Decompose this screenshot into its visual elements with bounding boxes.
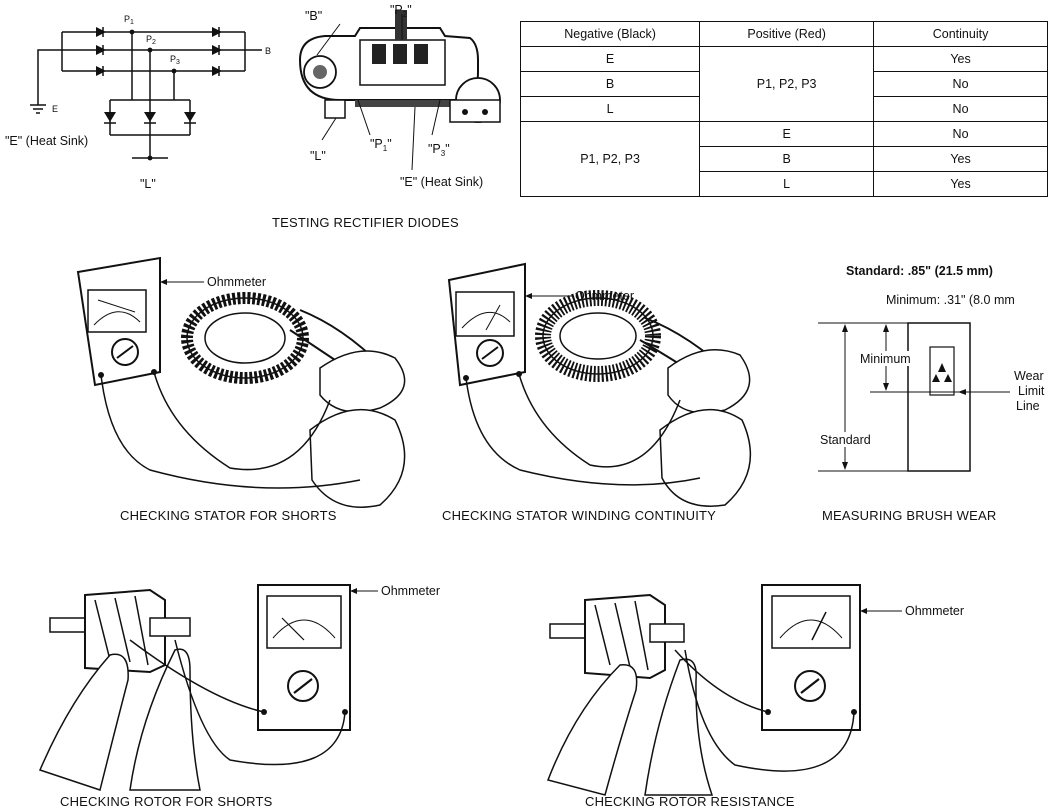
continuity-cell: Yes xyxy=(873,46,1048,72)
negative-cell: E xyxy=(519,46,701,72)
table-row: P1, P2, P3 E No xyxy=(519,121,1048,197)
b-terminal-label: B xyxy=(265,46,271,56)
brush-wear-illustration: Standard: .85" (21.5 mm) Minimum: .31" (… xyxy=(818,264,1045,523)
limit-label: Limit xyxy=(1018,384,1045,398)
b-label: "B" xyxy=(305,9,322,23)
rectifier-illustration: "B" "P2" "L" "P1" "P3" "E" (Heat Sink) T… xyxy=(272,3,501,230)
table-header-row: Negative (Black) Positive (Red) Continui… xyxy=(519,21,1048,47)
continuity-cell: Yes xyxy=(873,146,1048,172)
continuity-cell: No xyxy=(873,96,1048,122)
table-row: E P1, P2, P3 Yes xyxy=(519,46,1048,122)
stator-shorts-caption: CHECKING STATOR FOR SHORTS xyxy=(120,508,337,523)
p2-node-label: P2 xyxy=(146,34,156,46)
table-row: L No xyxy=(519,96,1048,122)
stator-continuity-illustration: Ohmmeter CHECKING STATOR WINDING CONTINU… xyxy=(442,262,752,523)
ohmmeter-label: Ohmmeter xyxy=(381,584,440,598)
ohmmeter-label: Ohmmeter xyxy=(575,289,634,303)
ohmmeter-label: Ohmmeter xyxy=(905,604,964,618)
positive-cell: P1, P2, P3 xyxy=(699,46,875,122)
heat-sink-label: "E" (Heat Sink) xyxy=(400,175,483,189)
table-row: L Yes xyxy=(521,171,1048,197)
positive-cell: E xyxy=(699,121,875,147)
l-terminal-label: "L" xyxy=(140,177,156,191)
header-continuity: Continuity xyxy=(873,21,1048,47)
table-row: B No xyxy=(519,71,1048,97)
rotor-shorts-caption: CHECKING ROTOR FOR SHORTS xyxy=(60,794,273,809)
continuity-cell: No xyxy=(873,121,1048,147)
ohmmeter-label: Ohmmeter xyxy=(207,275,266,289)
negative-cell: B xyxy=(519,71,701,97)
line-label: Line xyxy=(1016,399,1040,413)
rectifier-caption: TESTING RECTIFIER DIODES xyxy=(272,215,459,230)
minimum-arrow-label: Minimum xyxy=(860,352,911,366)
wear-label: Wear xyxy=(1014,369,1044,383)
l-label: "L" xyxy=(310,149,326,163)
positive-cell: B xyxy=(699,146,875,172)
rotor-resistance-caption: CHECKING ROTOR RESISTANCE xyxy=(585,794,795,809)
negative-cell: P1, P2, P3 xyxy=(519,121,701,197)
continuity-cell: No xyxy=(873,71,1048,97)
p1-label: "P1" xyxy=(370,137,392,153)
continuity-cell: Yes xyxy=(873,171,1048,197)
p3-node-label: P3 xyxy=(170,54,180,66)
rotor-resistance-illustration: Ohmmeter CHECKING ROTOR RESISTANCE xyxy=(546,584,964,809)
p3-label: "P3" xyxy=(428,142,450,158)
diode-circuit: P1 P2 P3 B E "E" (Heat Sink) "L" xyxy=(5,14,271,191)
negative-cell: L xyxy=(519,96,701,122)
stator-continuity-caption: CHECKING STATOR WINDING CONTINUITY xyxy=(442,508,716,523)
minimum-spec: Minimum: .31" (8.0 mm xyxy=(886,293,1015,307)
header-negative: Negative (Black) xyxy=(519,21,701,47)
rotor-shorts-illustration: Ohmmeter CHECKING ROTOR FOR SHORTS xyxy=(38,584,440,809)
heat-sink-label: "E" (Heat Sink) xyxy=(5,134,88,148)
stator-shorts-illustration: Ohmmeter CHECKING STATOR FOR SHORTS xyxy=(76,256,406,523)
positive-cell: L xyxy=(699,171,875,197)
p1-node-label: P1 xyxy=(124,14,134,26)
e-ground-label: E xyxy=(52,104,58,114)
standard-spec: Standard: .85" (21.5 mm) xyxy=(846,264,993,278)
standard-arrow-label: Standard xyxy=(820,433,871,447)
brush-wear-caption: MEASURING BRUSH WEAR xyxy=(822,508,996,523)
p2-label: "P2" xyxy=(390,3,412,19)
continuity-table: Negative (Black) Positive (Red) Continui… xyxy=(519,21,1048,197)
header-positive: Positive (Red) xyxy=(699,21,875,47)
